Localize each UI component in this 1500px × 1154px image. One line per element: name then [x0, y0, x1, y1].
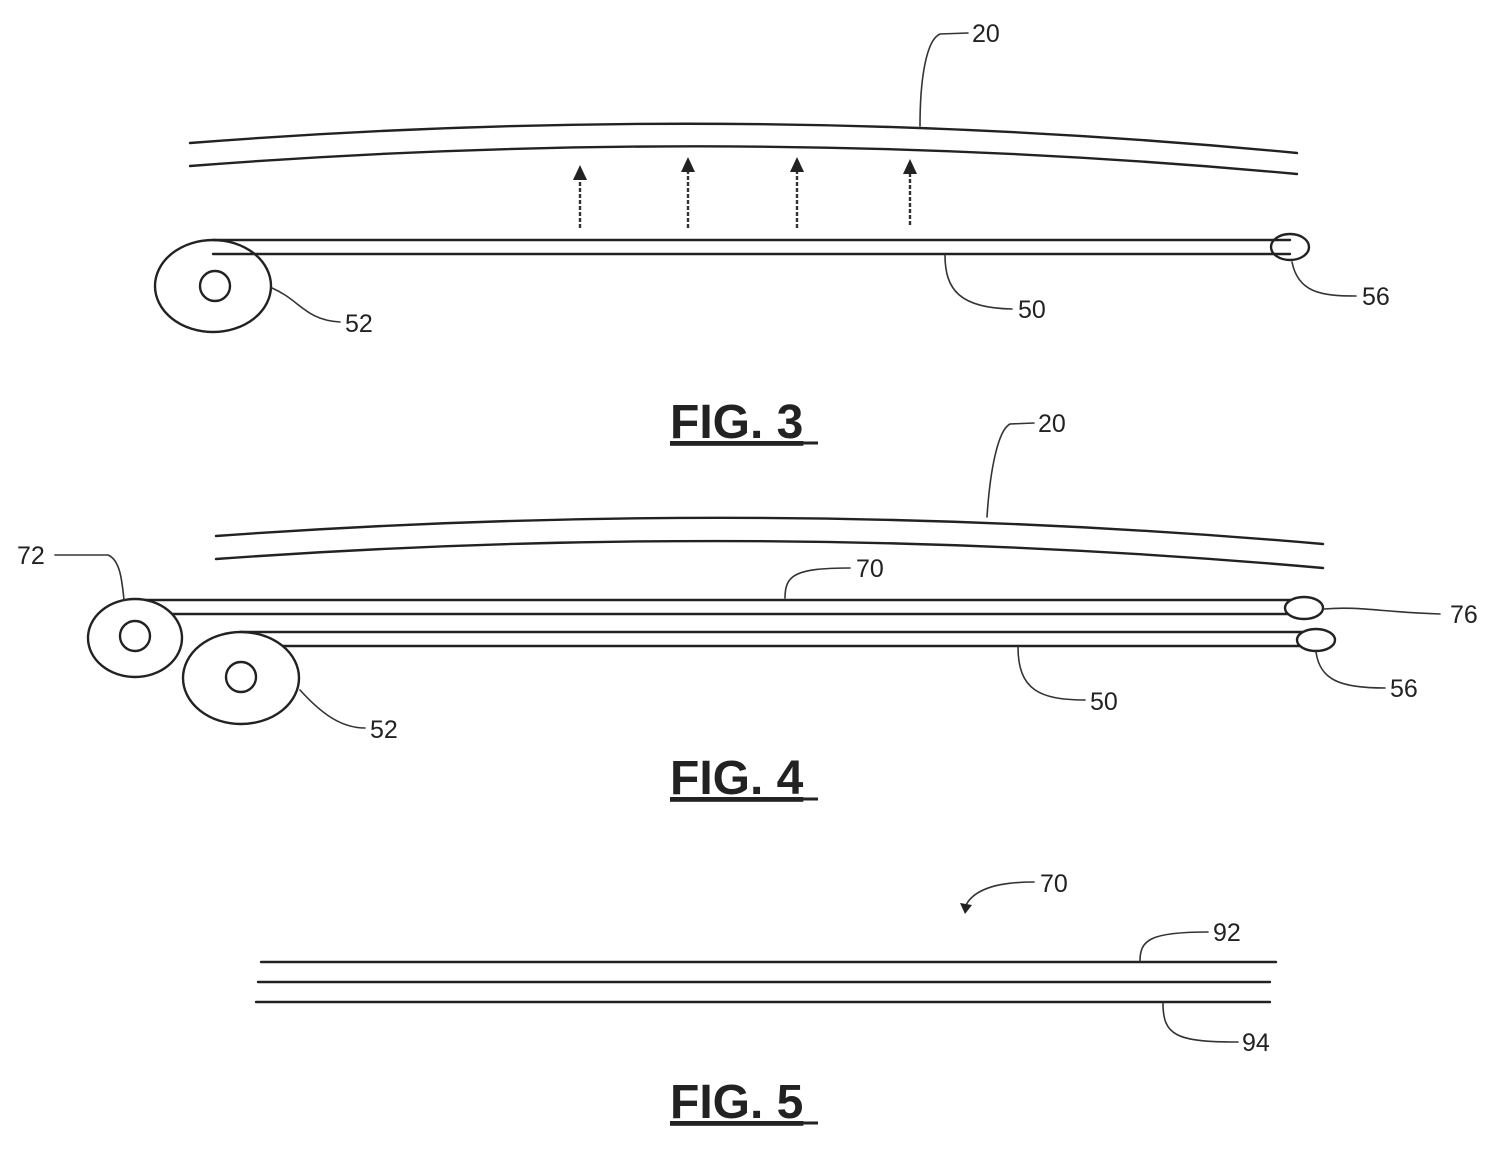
fig3-arrow-4: [903, 159, 917, 225]
fig3-label-20: 20: [972, 20, 1000, 48]
fig5-label-70: 70: [1040, 870, 1068, 898]
fig3-leader-50: [945, 255, 1012, 309]
fig4-leader-70: [785, 568, 850, 598]
fig4-caption: FIG. 4: [670, 752, 804, 805]
fig3-label-52: 52: [345, 310, 373, 338]
fig3-panel-lower-edge: [190, 146, 1297, 174]
fig5-leader-92: [1140, 932, 1208, 961]
fig5-label-92: 92: [1213, 919, 1241, 947]
fig3-leader-52: [272, 288, 340, 322]
fig3-roller: [1271, 234, 1309, 260]
fig5-leader-70-arrowhead: [960, 903, 972, 914]
fig4-label-50: 50: [1090, 688, 1118, 716]
fig4-lower-roller: [1297, 629, 1335, 651]
fig4-leader-76: [1324, 608, 1440, 614]
fig3-arrow-2: [681, 157, 695, 228]
fig4-panel-lower-edge: [216, 541, 1323, 568]
fig3-leader-20: [920, 33, 968, 126]
fig4-label-76: 76: [1450, 601, 1478, 629]
fig4-leader-56: [1316, 652, 1385, 688]
fig4-supply-roll: [183, 632, 299, 724]
fig4-leader-20: [987, 423, 1034, 517]
fig4-label-52: 52: [370, 716, 398, 744]
fig4-label-56: 56: [1390, 675, 1418, 703]
fig3-label-50: 50: [1018, 296, 1046, 324]
fig5-leader-94: [1163, 1003, 1238, 1042]
fig3-arrow-3: [790, 157, 804, 228]
fig5-leader-70: [966, 882, 1034, 905]
fig4-leader-50: [1018, 647, 1085, 700]
fig3-label-56: 56: [1362, 283, 1390, 311]
fig3-leader-56: [1292, 262, 1356, 296]
fig4-upper-roll: [88, 599, 182, 677]
fig4-leader-52: [300, 690, 365, 728]
fig4-label-70: 70: [856, 555, 884, 583]
fig5-caption: FIG. 5: [670, 1076, 803, 1129]
fig5-group: 70 92 94 FIG. 5: [256, 870, 1276, 1129]
fig4-label-20: 20: [1038, 410, 1066, 438]
fig4-group: 20 72 70 76 50 56 52 FIG. 4: [17, 410, 1478, 805]
fig3-supply-roll-core: [200, 271, 230, 301]
fig4-upper-roller: [1285, 597, 1323, 619]
fig4-label-72: 72: [17, 542, 45, 570]
fig3-panel-upper-edge: [190, 124, 1297, 153]
fig3-caption: FIG. 3: [670, 396, 803, 449]
fig3-group: 20 52 50 56 FIG. 3: [155, 20, 1390, 449]
fig5-label-94: 94: [1242, 1029, 1270, 1057]
fig3-arrow-1: [573, 165, 587, 228]
fig4-leader-72: [55, 555, 124, 600]
